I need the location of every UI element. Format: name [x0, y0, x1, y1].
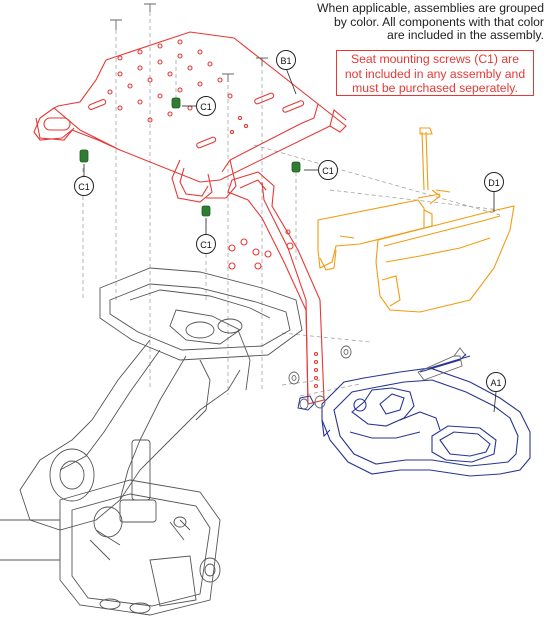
side-tray-assembly: [317, 127, 515, 313]
base-mechanism: [0, 267, 303, 616]
callout-d1: D1: [484, 172, 504, 192]
warning-line-1: Seat mounting screws (C1) are: [351, 52, 519, 66]
callout-c1-mid: C1: [196, 234, 216, 254]
note-line-3: are included in the assembly.: [387, 28, 544, 42]
gray-screws: [110, 3, 268, 82]
callout-c1-left: C1: [74, 176, 94, 196]
callout-b1: B1: [276, 50, 296, 70]
warning-line-2: not included in any assembly and: [344, 66, 526, 81]
note-line-1: When applicable, assemblies are grouped: [317, 1, 544, 15]
assembly-color-note: When applicable, assemblies are grouped …: [300, 1, 544, 43]
callout-a1: A1: [486, 372, 506, 392]
seat-plate-assembly: [33, 31, 347, 405]
mounting-screws: [79, 97, 301, 217]
callout-c1-right: C1: [318, 160, 338, 180]
washers: [288, 345, 352, 410]
callout-c1-top: C1: [196, 96, 216, 116]
seat-frame-assembly: [321, 353, 531, 477]
mounting-screws-warning: Seat mounting screws (C1) are not includ…: [336, 50, 534, 96]
blue-nut: [297, 395, 315, 411]
plate-holes: [88, 39, 305, 149]
note-line-2: by color. All components with that color: [333, 14, 544, 29]
callout-leaders: [83, 67, 497, 413]
warning-line-3: must be purchased seperately.: [352, 81, 518, 95]
seat-frame-bolt: [417, 347, 467, 381]
